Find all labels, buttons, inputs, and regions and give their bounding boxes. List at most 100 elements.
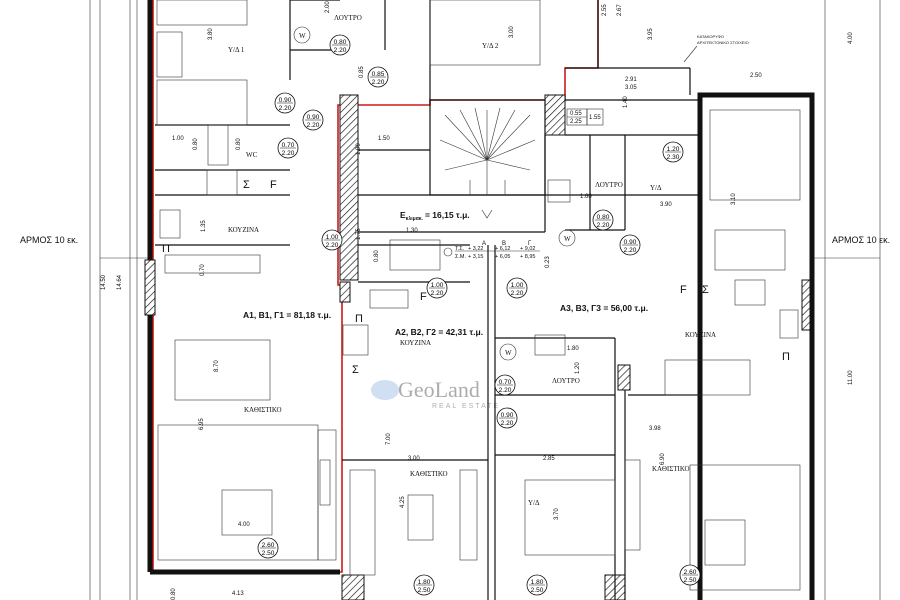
room-bedroom1: Υ/Δ 1 bbox=[228, 46, 245, 54]
furniture bbox=[156, 0, 801, 591]
staircase bbox=[429, 99, 546, 219]
svg-text:2.20: 2.20 bbox=[624, 247, 637, 254]
svg-text:2.20: 2.20 bbox=[431, 290, 444, 297]
svg-text:0.55: 0.55 bbox=[570, 111, 582, 117]
coffee-table-3 bbox=[704, 519, 746, 566]
coffee-table-2 bbox=[407, 494, 434, 541]
svg-text:2.50: 2.50 bbox=[750, 73, 762, 79]
stove-1 bbox=[206, 169, 238, 196]
room-bath2: ΛΟΥΤΡΟ bbox=[595, 181, 623, 189]
tv-unit-2 bbox=[459, 469, 478, 561]
svg-text:6.90: 6.90 bbox=[660, 453, 666, 465]
svg-text:1.00: 1.00 bbox=[326, 234, 339, 241]
sofa-2 bbox=[349, 469, 376, 576]
svg-text:2.20: 2.20 bbox=[334, 47, 347, 54]
svg-text:1.40: 1.40 bbox=[623, 96, 629, 108]
svg-text:0.90: 0.90 bbox=[279, 97, 292, 104]
svg-text:2.91: 2.91 bbox=[625, 77, 637, 83]
svg-text:2.25: 2.25 bbox=[570, 119, 582, 125]
pantry-symbol-3: Π bbox=[782, 351, 790, 363]
svg-text:+ 6,05: + 6,05 bbox=[495, 254, 510, 260]
svg-text:Τ.Σ.: Τ.Σ. bbox=[455, 246, 465, 252]
svg-text:2.00: 2.00 bbox=[325, 1, 331, 13]
washer-icon-1: W bbox=[299, 32, 306, 40]
svg-text:1.50: 1.50 bbox=[378, 136, 390, 142]
svg-text:1.80: 1.80 bbox=[418, 579, 431, 586]
bed-1b bbox=[156, 79, 248, 126]
window-tag: 0.55 2.25 1.55 bbox=[566, 108, 604, 126]
room-kitchen3: ΚΟΥΖΙΝΑ bbox=[685, 331, 716, 339]
svg-text:+ 8,95: + 8,95 bbox=[520, 254, 535, 260]
svg-text:0.90: 0.90 bbox=[307, 114, 320, 121]
sofa-3 bbox=[689, 464, 801, 591]
watermark: GeoLand REAL ESTATE bbox=[371, 377, 498, 410]
fridge-symbol-2: F bbox=[420, 291, 427, 303]
svg-text:3.98: 3.98 bbox=[649, 426, 661, 432]
svg-text:2.50: 2.50 bbox=[531, 587, 544, 594]
svg-text:2.20: 2.20 bbox=[372, 79, 385, 86]
svg-text:0.70: 0.70 bbox=[499, 379, 512, 386]
sofa-1 bbox=[157, 424, 319, 561]
svg-text:14.64: 14.64 bbox=[117, 274, 123, 290]
svg-text:1.20: 1.20 bbox=[575, 362, 581, 374]
bed-4 bbox=[524, 479, 616, 556]
svg-text:0.70: 0.70 bbox=[282, 142, 295, 149]
kitchen-counter-1 bbox=[164, 254, 261, 274]
svg-text:3.70: 3.70 bbox=[554, 508, 560, 520]
svg-text:3.05: 3.05 bbox=[625, 85, 637, 91]
svg-text:2.20: 2.20 bbox=[501, 420, 514, 427]
svg-text:Σ.Μ.: Σ.Μ. bbox=[455, 254, 467, 260]
svg-text:2.50: 2.50 bbox=[262, 550, 275, 557]
svg-text:2.50: 2.50 bbox=[418, 587, 431, 594]
svg-text:2.60: 2.60 bbox=[262, 542, 275, 549]
room-bedroom2: Υ/Δ 2 bbox=[482, 42, 499, 50]
walls bbox=[144, 0, 815, 600]
svg-text:0.23: 0.23 bbox=[545, 256, 551, 268]
svg-text:3.10: 3.10 bbox=[731, 193, 737, 205]
room-bath1: ΛΟΥΤΡΟ bbox=[334, 14, 362, 22]
svg-text:+ 6,12: + 6,12 bbox=[495, 246, 510, 252]
svg-text:0.80: 0.80 bbox=[597, 214, 610, 221]
svg-text:Α: Α bbox=[482, 241, 486, 247]
coffee-table-1 bbox=[221, 489, 273, 536]
washbasin-3 bbox=[547, 179, 571, 203]
svg-text:0.80: 0.80 bbox=[236, 138, 242, 150]
room-kitchen2: ΚΟΥΖΙΝΑ bbox=[400, 339, 431, 347]
svg-text:2.20: 2.20 bbox=[307, 122, 320, 129]
sink-2 bbox=[369, 289, 409, 309]
svg-text:0.80: 0.80 bbox=[193, 138, 199, 150]
svg-text:+ 9,02: + 9,02 bbox=[520, 246, 535, 252]
pantry-symbol-1: Π bbox=[162, 243, 170, 255]
svg-text:1.80: 1.80 bbox=[531, 579, 544, 586]
unit1-area: Α1, Β1, Γ1 = 81,18 τ.μ. bbox=[243, 310, 331, 320]
sink-1 bbox=[159, 209, 181, 239]
dining-table-3 bbox=[664, 359, 751, 396]
svg-text:1.00: 1.00 bbox=[511, 282, 524, 289]
washbasin-2 bbox=[534, 334, 566, 356]
room-bedroom4: Υ/Δ bbox=[528, 499, 540, 507]
svg-text:2.20: 2.20 bbox=[511, 290, 524, 297]
bed-3 bbox=[709, 109, 801, 201]
annotation-line2: ΑΡΧΙΤΕΚΤΟΝΙΚΟ ΣΤΟΙΧΕΙΟ bbox=[697, 40, 749, 45]
joint-label-right: ΑΡΜΟΣ 10 εκ. bbox=[832, 235, 890, 245]
svg-text:0.90: 0.90 bbox=[624, 239, 637, 246]
bed-2 bbox=[429, 0, 541, 66]
svg-text:1.00: 1.00 bbox=[431, 282, 444, 289]
svg-text:1.80: 1.80 bbox=[567, 346, 579, 352]
washer-icon-3: W bbox=[505, 349, 512, 357]
svg-text:3.90: 3.90 bbox=[660, 202, 672, 208]
svg-text:1.90: 1.90 bbox=[356, 143, 362, 155]
svg-text:3.80: 3.80 bbox=[208, 28, 214, 40]
svg-text:1.75: 1.75 bbox=[356, 228, 362, 240]
svg-text:3.95: 3.95 bbox=[648, 28, 654, 40]
svg-text:1.30: 1.30 bbox=[406, 228, 418, 234]
svg-text:2.50: 2.50 bbox=[684, 577, 697, 584]
stove-2 bbox=[342, 324, 369, 356]
svg-text:3.00: 3.00 bbox=[509, 26, 515, 38]
room-bath3: ΛΟΥΤΡΟ bbox=[552, 377, 580, 385]
svg-text:1.55: 1.55 bbox=[589, 115, 601, 121]
svg-text:1.35: 1.35 bbox=[201, 220, 207, 232]
svg-text:14.50: 14.50 bbox=[101, 274, 107, 290]
bed-1a bbox=[156, 0, 248, 26]
fridge-symbol-3: F bbox=[680, 284, 687, 296]
